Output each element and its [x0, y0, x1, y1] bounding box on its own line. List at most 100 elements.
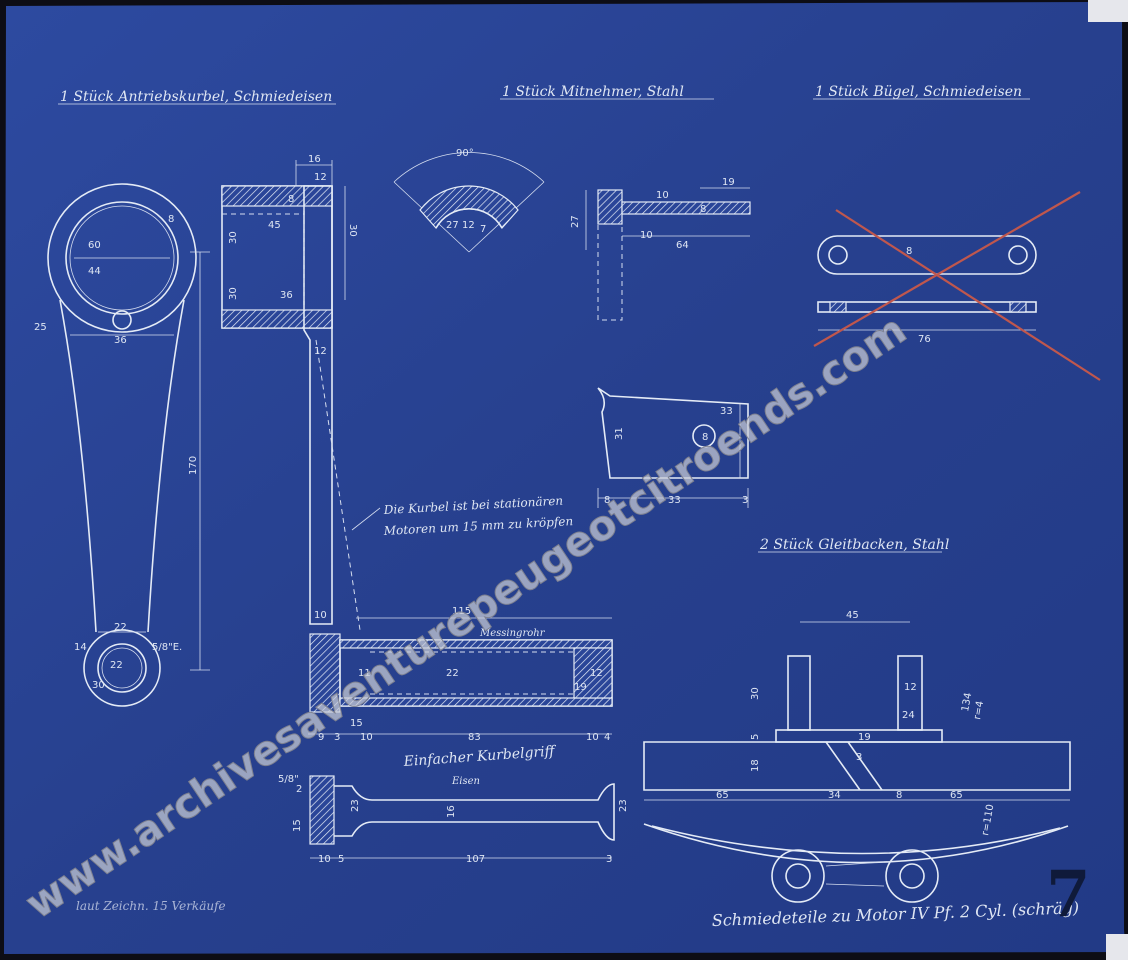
svg-text:2: 2 [296, 784, 302, 795]
svg-text:83: 83 [468, 732, 481, 743]
bracket-dimensions: 8 76 [906, 246, 931, 345]
svg-text:45: 45 [268, 220, 281, 231]
svg-text:9: 9 [318, 732, 324, 743]
svg-text:22: 22 [114, 622, 127, 633]
svg-text:Messingrohr: Messingrohr [479, 628, 546, 639]
svg-text:14: 14 [74, 642, 87, 653]
svg-text:30: 30 [347, 224, 358, 237]
svg-text:12: 12 [590, 668, 603, 679]
svg-text:10: 10 [318, 854, 331, 865]
sheet-number: 7 [1046, 857, 1091, 932]
svg-text:8: 8 [702, 432, 708, 443]
svg-text:60: 60 [88, 240, 101, 251]
svg-text:19: 19 [722, 177, 735, 188]
svg-text:12: 12 [314, 346, 327, 357]
svg-text:8: 8 [700, 204, 706, 215]
handle-dimensions: 5/8" 2 23 15 16 23 10 5 107 3 [278, 774, 629, 865]
svg-text:3: 3 [742, 495, 748, 506]
svg-text:18: 18 [750, 759, 761, 772]
svg-text:3: 3 [334, 732, 340, 743]
driver-side-view [585, 187, 751, 321]
svg-text:30: 30 [228, 231, 239, 244]
svg-text:8: 8 [288, 194, 294, 205]
svg-text:27: 27 [446, 220, 459, 231]
svg-text:3: 3 [856, 752, 862, 763]
handle-drawing [309, 775, 615, 859]
driver-plate-view [597, 387, 749, 508]
handle-material: Eisen [451, 776, 480, 787]
svg-text:12: 12 [314, 172, 327, 183]
svg-text:19: 19 [858, 732, 871, 743]
svg-text:65: 65 [716, 790, 729, 801]
svg-text:r=4: r=4 [972, 700, 986, 720]
svg-text:45: 45 [846, 610, 859, 621]
svg-text:90°: 90° [456, 148, 474, 159]
svg-text:10: 10 [360, 732, 373, 743]
angle-segment-view [393, 152, 545, 253]
title-driver: 1 Stück Mitnehmer, Stahl [502, 84, 684, 100]
svg-text:115: 115 [452, 606, 471, 617]
svg-text:11: 11 [358, 668, 371, 679]
slide-block-dimensions: 45 12 24 30 5 18 19 3 65 34 8 65 r=110 1… [716, 610, 996, 837]
svg-text:65: 65 [950, 790, 963, 801]
svg-text:10: 10 [656, 190, 669, 201]
svg-text:64: 64 [676, 240, 689, 251]
svg-text:33: 33 [720, 406, 733, 417]
svg-text:16: 16 [308, 154, 321, 165]
svg-text:15: 15 [292, 819, 303, 832]
svg-text:22: 22 [446, 668, 459, 679]
svg-text:27: 27 [570, 215, 581, 228]
angle-dimensions: 90° 12 27 7 [446, 148, 486, 235]
paper [4, 2, 1126, 954]
svg-text:10: 10 [314, 610, 327, 621]
svg-text:76: 76 [918, 334, 931, 345]
svg-text:24: 24 [902, 710, 915, 721]
svg-text:10: 10 [640, 230, 653, 241]
svg-text:44: 44 [88, 266, 101, 277]
svg-text:36: 36 [280, 290, 293, 301]
svg-text:8: 8 [896, 790, 902, 801]
svg-text:12: 12 [904, 682, 917, 693]
svg-text:3: 3 [606, 854, 612, 865]
svg-text:30: 30 [92, 680, 105, 691]
bracket-strike-marks [813, 191, 1101, 381]
svg-text:12: 12 [462, 220, 475, 231]
driver-side-dimensions: 19 27 10 8 64 10 [570, 177, 735, 251]
svg-text:19: 19 [574, 682, 587, 693]
crank-arm-front-view [47, 183, 210, 707]
svg-text:16: 16 [446, 805, 457, 818]
svg-text:10: 10 [586, 732, 599, 743]
driver-plate-dimensions: 33 31 8 8 33 3 [604, 406, 748, 506]
title-slide: 2 Stück Gleitbacken, Stahl [759, 537, 949, 553]
bracket-drawing [817, 235, 1037, 331]
title-bracket: 1 Stück Bügel, Schmiedeisen [815, 84, 1022, 100]
svg-text:23: 23 [618, 799, 629, 812]
svg-text:5/8": 5/8" [278, 774, 299, 785]
crank-hub-dimensions: 16 12 8 30 45 30 30 36 12 10 [228, 154, 358, 621]
svg-text:5: 5 [750, 734, 761, 740]
sheet-corner-top-right [1088, 0, 1128, 22]
crank-note-leader [351, 507, 381, 531]
svg-text:31: 31 [614, 427, 625, 440]
brass-tube-assembly [308, 617, 613, 735]
stamp-note: laut Zeichn. 15 Verkäufe [76, 899, 226, 913]
sheet-corner-bottom-right [1106, 934, 1128, 960]
svg-text:5/8"E.: 5/8"E. [152, 642, 182, 653]
svg-text:134: 134 [960, 692, 974, 713]
svg-text:5: 5 [338, 854, 344, 865]
svg-text:4: 4 [604, 732, 610, 743]
crank-hub-section [221, 160, 361, 631]
svg-text:8: 8 [168, 214, 174, 225]
title-crank: 1 Stück Antriebskurbel, Schmiedeisen [60, 89, 332, 105]
crank-arm-dimensions: 60 44 8 25 36 170 22 22 30 14 5/8"E. [34, 214, 199, 691]
svg-text:22: 22 [110, 660, 123, 671]
svg-text:36: 36 [114, 335, 127, 346]
svg-text:8: 8 [604, 495, 610, 506]
svg-text:170: 170 [188, 456, 199, 475]
svg-text:25: 25 [34, 322, 47, 333]
svg-text:23: 23 [350, 799, 361, 812]
brass-tube-dimensions: Messingrohr 115 22 11 12 19 15 9 3 10 83… [318, 606, 610, 743]
svg-text:107: 107 [466, 854, 485, 865]
svg-text:30: 30 [750, 687, 761, 700]
